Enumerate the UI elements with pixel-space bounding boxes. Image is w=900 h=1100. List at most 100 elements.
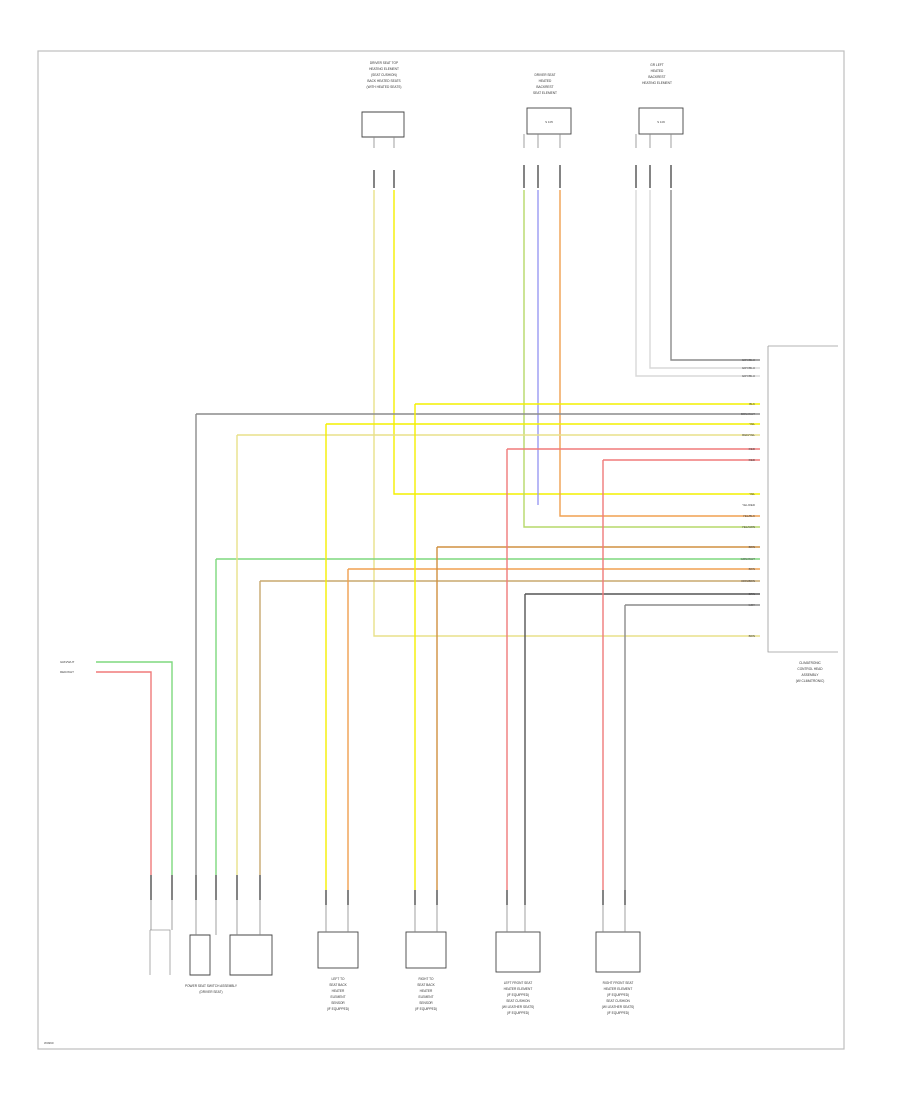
component-label: (IF EQUIPPED)	[607, 993, 629, 997]
pin-label: YEL/BLK	[743, 514, 755, 518]
component-label: ELEMENT	[330, 995, 345, 999]
pin-label: BLK	[749, 402, 755, 406]
left-connector-label: RED/WHT	[60, 670, 74, 674]
control-module-outline	[767, 345, 838, 653]
pin-label: RED	[749, 458, 756, 462]
component-label: (DRIVER SEAT)	[199, 990, 222, 994]
bottom-connectors	[150, 875, 626, 905]
component-label: SEAT BACK	[417, 983, 435, 987]
pin-label: YEL/GRN	[742, 525, 755, 529]
component-symbol	[595, 931, 641, 973]
component-label: SEAT BACK	[329, 983, 347, 987]
left-front-seat-heater: LEFT FRONT SEAT HEATER ELEMENT (IF EQUIP…	[495, 905, 541, 1015]
component-label: (IF EQUIPPED)	[607, 1011, 629, 1015]
pin-label: GRY/BLU	[742, 374, 755, 378]
control-module-label: CLIMATRONIC	[799, 661, 821, 665]
component-label: HEATING ELEMENT	[642, 81, 672, 85]
component-label: (IF EQUIPPED)	[507, 1011, 529, 1015]
control-module-label: (W/ CLIMATRONIC)	[796, 679, 825, 683]
control-module-pin-labels: GRY/BLU GRY/BLU GRY/BLU BLK BRN/WHT YEL …	[741, 358, 756, 638]
component-code: S 106	[657, 120, 665, 124]
diagram-frame	[37, 50, 845, 1050]
component-label: DRIVER SEAT	[534, 73, 555, 77]
wire-white	[635, 190, 760, 377]
component-symbol	[638, 107, 684, 135]
component-symbol	[495, 931, 541, 973]
component-label: RIGHT FRONT SEAT	[603, 981, 634, 985]
component-label: HEATER ELEMENT	[504, 987, 533, 991]
wire-yellow	[393, 190, 760, 495]
pin-label: BRN	[749, 545, 755, 549]
component-label: (W/ LEATHER SEATS)	[602, 1005, 634, 1009]
wire-green	[96, 661, 173, 875]
component-label: (IF EQUIPPED)	[415, 1007, 437, 1011]
power-seat-switch: POWER SEAT SWITCH ASSEMBLY (DRIVER SEAT)	[149, 900, 273, 994]
pin-label: BRN	[749, 634, 755, 638]
component-symbol	[526, 107, 572, 135]
component-label: (IF EQUIPPED)	[327, 1007, 349, 1011]
component-label: HEATER ELEMENT	[604, 987, 633, 991]
component-symbol	[361, 111, 405, 138]
component-label: SENSOR	[331, 1001, 345, 1005]
pin-label: GRY/BLU	[742, 358, 755, 362]
switch-symbol	[189, 934, 211, 976]
component-label: SEAT CUSHION	[506, 999, 530, 1003]
right-seat-temp-sensor: RIGHT TO SEAT BACK HEATER ELEMENT SENSOR…	[405, 905, 447, 1011]
component-symbol	[317, 931, 359, 969]
component-label: POWER SEAT SWITCH ASSEMBLY	[185, 984, 238, 988]
component-label: HEATED	[539, 79, 552, 83]
pin-label: BRN/WHT	[741, 412, 755, 416]
right-front-seat-heater: RIGHT FRONT SEAT HEATER ELEMENT (IF EQUI…	[595, 905, 641, 1015]
component-label: RIGHT TO	[418, 977, 434, 981]
pin-label: RED/YEL	[742, 433, 755, 437]
control-module-label: ASSEMBLY	[802, 673, 820, 677]
component-label: (W/ LEATHER SEATS)	[502, 1005, 534, 1009]
switch-outline	[149, 929, 171, 975]
pin-label: YEL	[749, 492, 755, 496]
top-connectors	[373, 165, 672, 188]
component-symbol	[405, 931, 447, 969]
left-connector-label: GRN/WHT	[60, 660, 74, 664]
left-seat-temp-sensor: LEFT TO SEAT BACK HEATER ELEMENT SENSOR …	[317, 905, 359, 1011]
pin-label: GRN/WHT	[741, 557, 755, 561]
driver-seat-heating-element: DRIVER SEAT TOP HEATING ELEMENT (SEAT CU…	[361, 61, 405, 148]
pin-label: YEL	[749, 422, 755, 426]
pin-label: GRY/BLU	[742, 366, 755, 370]
component-label: LEFT FRONT SEAT	[504, 981, 533, 985]
wire-pale-yellow	[373, 190, 760, 637]
component-label: SEAT CUSHION	[606, 999, 630, 1003]
component-label: (IF EQUIPPED)	[507, 993, 529, 997]
pin-label: YEL/RED	[742, 503, 756, 507]
wire-white	[649, 190, 760, 369]
driver-seat-sensor: DRIVER SEAT HEATED BACKREST SEAT ELEMENT…	[523, 73, 572, 148]
pin-label: BRN	[749, 567, 755, 571]
component-label: HEATING ELEMENT	[369, 67, 399, 71]
component-label: HEATED	[651, 69, 664, 73]
diagram-code: W4990	[44, 1041, 54, 1045]
control-module-label: CONTROL HEAD	[797, 667, 823, 671]
control-module: GRY/BLU GRY/BLU GRY/BLU BLK BRN/WHT YEL …	[741, 345, 838, 683]
component-label: SENSOR	[419, 1001, 433, 1005]
component-label: HEATER	[332, 989, 345, 993]
wire-orange	[559, 190, 760, 517]
component-label: BACK HEATED SEATS	[367, 79, 400, 83]
wire-red	[96, 671, 152, 875]
pin-label: BRN	[749, 592, 755, 596]
component-label: BACKREST	[536, 85, 553, 89]
pin-label: GRY	[749, 603, 755, 607]
switch-symbol	[229, 934, 273, 976]
component-label: (SEAT CUSHION)	[371, 73, 397, 77]
component-label: DRIVER SEAT TOP	[370, 61, 398, 65]
component-label: HEATER	[420, 989, 433, 993]
component-label: GR LEFT	[650, 63, 664, 67]
component-label: ELEMENT	[418, 995, 433, 999]
wire-green	[523, 190, 760, 528]
component-label: SEAT ELEMENT	[533, 91, 557, 95]
component-label: (WITH HEATED SEATS)	[367, 85, 402, 89]
component-label: LEFT TO	[332, 977, 345, 981]
component-code: S 105	[545, 120, 553, 124]
component-label: BACKREST	[648, 75, 665, 79]
pin-label: RED	[749, 447, 756, 451]
wire-gray	[670, 190, 760, 361]
